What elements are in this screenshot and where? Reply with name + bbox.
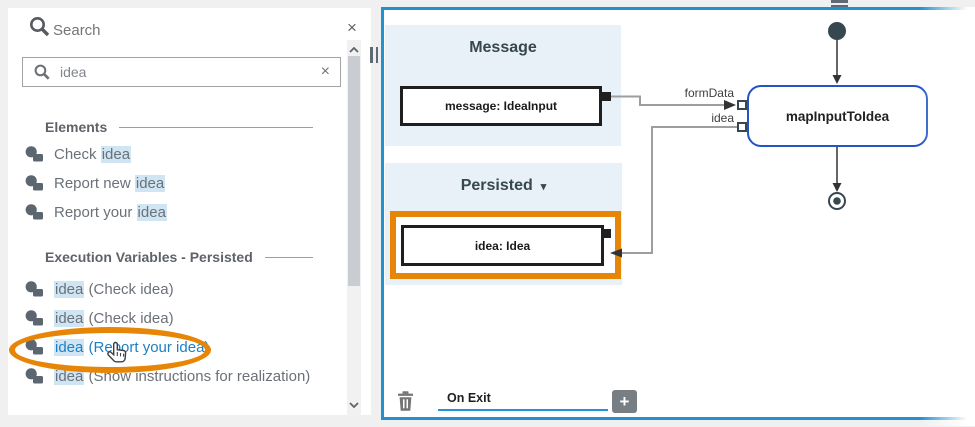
right-edge-fade	[920, 7, 975, 426]
close-icon[interactable]: ×	[347, 18, 357, 37]
idea-input-port[interactable]	[737, 122, 747, 132]
result-label: idea (Show instructions for realization)	[54, 367, 311, 385]
idea-variable-label: idea: Idea	[474, 238, 531, 253]
section-title: Execution Variables - Persisted	[45, 249, 253, 265]
task-icon	[25, 204, 43, 220]
diagram-panel: Message message: IdeaInput Persisted▾ id…	[381, 7, 975, 426]
idea-variable-box[interactable]: idea: Idea	[401, 225, 604, 266]
result-label: Check idea	[54, 145, 132, 163]
clear-search-icon[interactable]: ×	[320, 63, 330, 80]
task-icon	[25, 146, 43, 162]
message-variable-label: message: IdeaInput	[444, 99, 558, 113]
result-report-new-idea[interactable]: Report new idea	[25, 173, 166, 193]
result-label: idea (Report your idea)	[54, 338, 210, 356]
result-label: Report your idea	[54, 203, 167, 221]
panel-resize-handle[interactable]	[370, 47, 378, 63]
task-icon	[25, 281, 43, 297]
panel-scrollbar[interactable]	[347, 40, 361, 415]
add-tab-button[interactable]: +	[612, 390, 637, 413]
edge-label-formdata: formData	[684, 86, 734, 100]
map-input-to-idea-node[interactable]: mapInputToIdea	[747, 85, 928, 147]
result-label: Report new idea	[54, 174, 166, 192]
result-idea-check-2[interactable]: idea (Check idea)	[25, 308, 174, 328]
trash-icon[interactable]	[397, 391, 414, 411]
canvas-resize-handle[interactable]	[831, 0, 848, 7]
message-output-port[interactable]	[602, 92, 611, 101]
section-header-execution-variables: Execution Variables - Persisted	[45, 248, 313, 266]
message-variable-box[interactable]: message: IdeaInput	[400, 86, 602, 126]
message-section-title: Message	[469, 39, 537, 56]
result-check-idea[interactable]: Check idea	[25, 144, 132, 164]
end-event	[828, 192, 846, 210]
search-icon	[34, 64, 50, 80]
search-input-value: idea	[60, 64, 87, 80]
formdata-input-port[interactable]	[737, 100, 747, 110]
chevron-up-icon[interactable]	[347, 43, 361, 57]
result-idea-report-your-idea[interactable]: idea (Report your idea)	[25, 337, 209, 357]
plus-icon: +	[619, 391, 630, 411]
search-panel-title: Search	[53, 22, 101, 39]
start-event	[828, 22, 846, 40]
section-header-elements: Elements	[45, 118, 313, 136]
task-icon	[25, 175, 43, 191]
result-report-your-idea[interactable]: Report your idea	[25, 202, 167, 222]
chevron-down-icon[interactable]	[347, 398, 361, 412]
task-icon	[25, 310, 43, 326]
scrollbar-thumb[interactable]	[348, 56, 360, 286]
idea-output-port[interactable]	[602, 229, 611, 238]
search-panel: Search × idea × Elements Check idea	[8, 8, 371, 415]
result-idea-show-instructions[interactable]: idea (Show instructions for realization)	[25, 366, 310, 386]
caret-down-icon: ▾	[540, 181, 547, 193]
search-input[interactable]: idea ×	[22, 57, 341, 87]
result-label: idea (Check idea)	[54, 309, 174, 327]
node-label: mapInputToIdea	[785, 108, 890, 124]
task-icon	[25, 339, 43, 355]
tab-on-exit[interactable]: On Exit	[438, 386, 608, 411]
result-label: idea (Check idea)	[54, 280, 174, 298]
section-divider	[264, 256, 313, 258]
section-divider	[119, 126, 313, 128]
persisted-section-title[interactable]: Persisted▾	[460, 177, 547, 194]
edge-label-idea: idea	[711, 111, 734, 125]
search-icon	[30, 17, 50, 37]
section-title: Elements	[45, 119, 108, 135]
search-panel-header: Search ×	[8, 8, 371, 48]
task-icon	[25, 368, 43, 384]
result-idea-check-1[interactable]: idea (Check idea)	[25, 279, 174, 299]
